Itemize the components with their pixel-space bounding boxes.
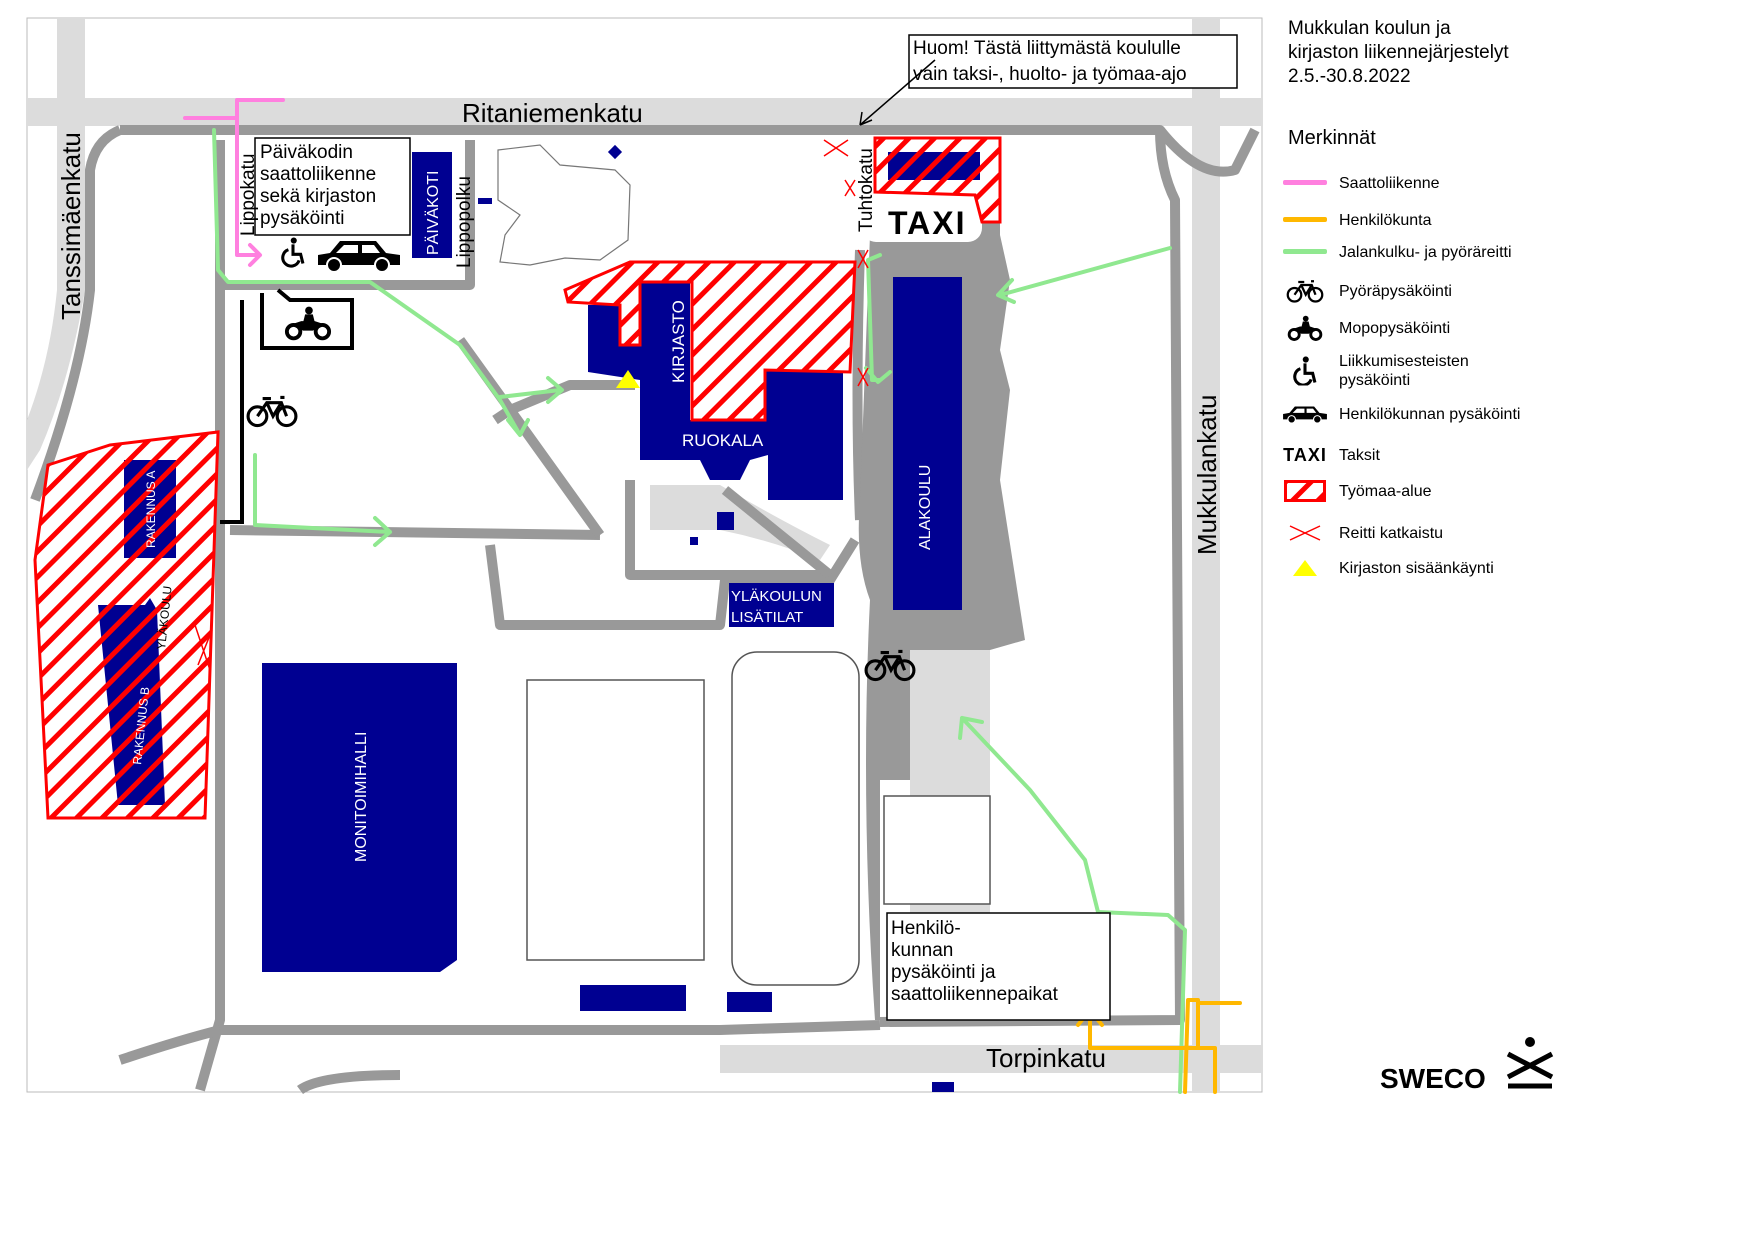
building-label: PÄIVÄKOTI [424,171,442,255]
street-label: Tanssimäenkatu [56,132,86,320]
building-label: RUOKALA [682,431,764,450]
legend-label: Saattoliikenne [1339,174,1440,192]
note-text: Huom! Tästä liittymästä koululle [913,38,1181,59]
legend-heading: Merkinnät [1288,127,1376,149]
triangle-icon [1280,553,1330,583]
legend-label: Henkilökunta [1339,211,1432,229]
legend-label: Taksit [1339,446,1380,464]
legend-label: Työmaa-alue [1339,482,1432,500]
legend-item-moped: Mopopysäköinti [1280,313,1450,343]
legend-item-staff: Henkilökunta [1280,205,1432,235]
logo-text: SWECO [1380,1063,1486,1092]
parking-areas [220,288,354,524]
legend-label-line: Liikkumisesteisten [1339,353,1469,370]
building-label: YLÄKOULU [154,585,175,650]
legend-item-accessible: Liikkumisesteisten pysäköinti [1280,350,1469,392]
building-label: LISÄTILAT [731,609,803,626]
legend-item-construction: Työmaa-alue [1280,476,1432,506]
street-label: Tuhtokatu [856,148,877,232]
walk-route-3 [996,246,1172,304]
note-box [886,912,1111,1021]
legend-label-line: pysäköinti [1339,372,1411,389]
legend-item-drop-off: Saattoliikenne [1280,168,1440,198]
paths [30,125,1260,1095]
legend-item-walk: Jalankulku- ja pyöräreitti [1280,237,1512,267]
legend-label: Liikkumisesteisten pysäköinti [1339,352,1469,390]
note-text: Päiväkodin [260,142,353,163]
title-line: kirjaston liikennejärjestelyt [1288,42,1509,63]
walk-route-1 [212,128,564,437]
legend-item-taxi: TAXI Taksit [1280,440,1380,470]
building-label: RAKENNUS A [144,471,158,548]
green-line-icon [1280,237,1330,267]
library-entrance-triangle-icon [616,370,640,388]
note-box [908,34,1238,89]
street-label: Ritaniemenkatu [462,98,643,128]
street-label: Lippopolku [454,176,475,268]
note-text: pysäköinti ja [891,962,996,983]
title-line: Mukkulan koulun ja [1288,18,1451,39]
taxi-stand [862,196,982,242]
note-text: kunnan [891,940,953,961]
hatch-icon [1280,476,1330,506]
sweco-mark-icon [1506,1037,1554,1089]
note-text: saattoliikenne [260,164,376,185]
building-label: ALAKOULU [917,465,934,550]
car-icon [1280,399,1330,429]
construction-areas [33,136,1002,820]
note-text: saattoliikennepaikat [891,984,1059,1005]
orange-line-icon [1280,205,1330,235]
building-label: MONITOIMIHALLI [353,732,370,862]
taxi-icon: TAXI [1280,440,1330,470]
street-label: Lippokatu [238,154,259,236]
legend-label: Reitti katkaistu [1339,524,1444,542]
legend-label: Henkilökunnan pysäköinti [1339,405,1521,423]
sweco-logo: SWECO [1380,1032,1560,1097]
legend-item-bike: Pyöräpysäköinti [1280,276,1452,306]
walk-route-4 [864,253,892,384]
street-label: Mukkulankatu [1192,395,1222,555]
building-label: YLÄKOULUN [731,588,822,605]
cross-icon [194,139,869,671]
fields [526,651,991,986]
legend-label: Mopopysäköinti [1339,319,1451,337]
legend-label: Jalankulku- ja pyöräreitti [1339,243,1512,261]
legend-item-car: Henkilökunnan pysäköinti [1280,399,1520,429]
legend-item-closed: Reitti katkaistu [1280,518,1443,548]
wheelchair-icon [1280,356,1330,386]
building-label: KIRJASTO [669,300,688,383]
taxi-label: TAXI [888,205,967,241]
note-text: pysäköinti [260,208,345,229]
taxi-symbol: TAXI [1283,444,1327,465]
street-label: Torpinkatu [986,1043,1106,1073]
buildings [262,144,962,1092]
note-text: vain taksi-, huolto- ja työmaa-ajo [913,64,1187,85]
cross-icon [1280,518,1330,548]
walk-route-2 [253,453,392,547]
note-text: Henkilö- [891,918,961,939]
title-line: 2.5.-30.8.2022 [1288,66,1411,87]
note-text: sekä kirjaston [260,186,376,207]
walk-route-5 [958,716,1187,1094]
routes [183,98,1242,1094]
bicycle-icon [1280,276,1330,306]
moped-icon [1280,313,1330,343]
legend-item-entrance: Kirjaston sisäänkäynti [1280,553,1494,583]
library-outline [497,144,631,266]
note-arrow [859,59,936,126]
legend-label: Pyöräpysäköinti [1339,282,1452,300]
legend-label: Kirjaston sisäänkäynti [1339,559,1494,577]
map-title: Mukkulan koulun ja kirjaston liikennejär… [1288,17,1509,89]
note-box [254,137,411,236]
pink-line-icon [1280,168,1330,198]
drop-off-route [183,98,285,267]
